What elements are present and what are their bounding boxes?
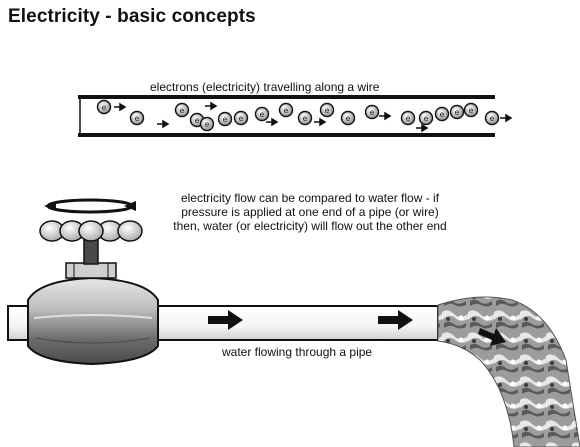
electron-label: e — [260, 110, 265, 119]
electron-label: e — [195, 116, 200, 125]
wire-caption: electrons (electricity) travelling along… — [150, 80, 380, 94]
electron-label: e — [284, 106, 289, 115]
valve-icon — [27, 198, 159, 366]
wire — [78, 95, 495, 137]
electron-icon: e — [297, 110, 313, 126]
electron-label: e — [424, 114, 429, 123]
electron-label: e — [239, 114, 244, 123]
arrow-right-icon — [314, 117, 327, 127]
electron-label: e — [325, 106, 330, 115]
electron-icon: e — [400, 110, 416, 126]
electron-icon: e — [319, 102, 335, 118]
electron-label: e — [180, 106, 185, 115]
electron-icon: e — [233, 110, 249, 126]
arrow-right-icon — [266, 117, 279, 127]
electron-label: e — [102, 103, 107, 112]
wire-arrow-group — [114, 101, 513, 133]
arrow-right-icon — [416, 123, 429, 133]
electron-icon: e — [418, 110, 434, 126]
electron-label: e — [346, 114, 351, 123]
electron-label: e — [135, 114, 140, 123]
arrow-right-icon — [379, 111, 392, 121]
comparison-caption-line-3: then, water (or electricity) will flow o… — [173, 219, 447, 233]
electron-icon: e — [96, 99, 112, 115]
pipe-caption: water flowing through a pipe — [222, 345, 373, 359]
electron-icon: e — [174, 102, 190, 118]
electron-label: e — [490, 114, 495, 123]
electron-label: e — [303, 114, 308, 123]
comparison-caption: electricity flow can be compared to wate… — [160, 191, 460, 233]
electron-icon: e — [129, 110, 145, 126]
electron-icon: e — [364, 104, 380, 120]
arrow-right-icon — [157, 119, 170, 129]
electron-label: e — [469, 106, 474, 115]
electron-icon: e — [340, 110, 356, 126]
valve-handwheel — [39, 220, 143, 242]
electron-icon: e — [217, 111, 233, 127]
arrow-right-icon — [378, 310, 413, 330]
electron-label: e — [440, 110, 445, 119]
electron-label: e — [455, 108, 460, 117]
electron-icon: e — [434, 106, 450, 122]
water-outflow — [437, 296, 580, 447]
valve-body — [27, 276, 159, 366]
electron-icon: e — [254, 106, 270, 122]
arrow-right-icon — [205, 101, 218, 111]
page-title: Electricity - basic concepts — [8, 6, 256, 27]
arrow-right-icon — [500, 113, 513, 123]
electron-icon: e — [463, 102, 479, 118]
electron-icon: e — [449, 104, 465, 120]
rotation-arrow-icon — [44, 198, 136, 214]
comparison-caption-line-2: pressure is applied at one end of a pipe… — [181, 205, 439, 219]
arrow-right-icon — [114, 102, 127, 112]
electron-icon: e — [278, 102, 294, 118]
electron-label: e — [370, 108, 375, 117]
electron-label: e — [406, 114, 411, 123]
arrow-right-icon — [478, 328, 506, 346]
electron-label: e — [205, 120, 210, 129]
arrow-right-icon — [208, 310, 243, 330]
electron-icon: e — [199, 116, 215, 132]
water-stream — [437, 296, 580, 447]
electron-icon: e — [484, 110, 500, 126]
electron-label: e — [223, 115, 228, 124]
comparison-caption-line-1: electricity flow can be compared to wate… — [180, 191, 440, 205]
